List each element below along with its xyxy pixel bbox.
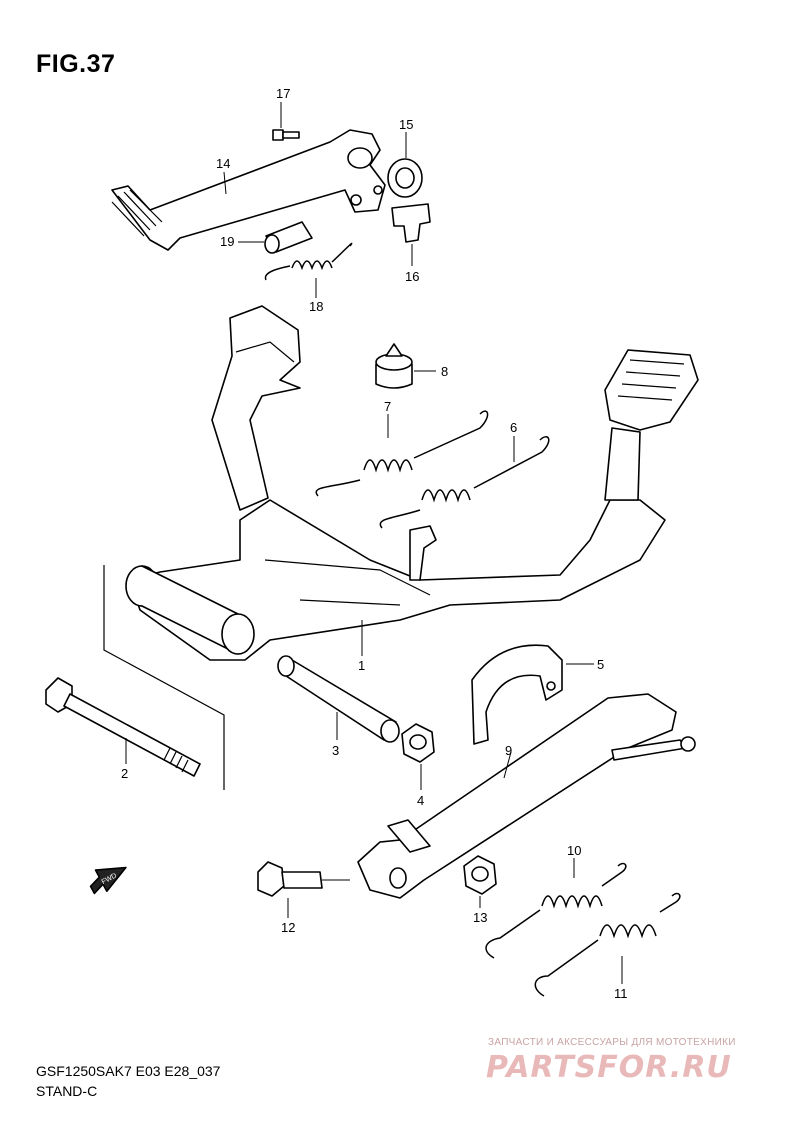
bolt-12 (257, 861, 323, 897)
callout-19: 19 (220, 234, 234, 249)
callout-13: 13 (473, 910, 487, 925)
callout-14: 14 (216, 156, 230, 171)
fwd-arrow-badge: FWD (89, 866, 127, 895)
callout-18: 18 (309, 299, 323, 314)
callout-15: 15 (399, 117, 413, 132)
callout-1: 1 (358, 658, 365, 673)
figure-name: STAND-C (36, 1083, 98, 1099)
watermark-caption: ЗАПЧАСТИ И АКСЕССУАРЫ ДЛЯ МОТОТЕХНИКИ (488, 1037, 736, 1048)
side-stand (357, 693, 696, 899)
callout-6: 6 (510, 420, 517, 435)
figure-title: FIG.37 (36, 50, 116, 78)
bracket-5 (471, 644, 563, 745)
washer-15 (387, 158, 423, 198)
pipe-19 (264, 221, 313, 254)
callout-3: 3 (332, 743, 339, 758)
spring-10 (485, 862, 627, 959)
leader-14 (223, 171, 227, 195)
callout-16: 16 (405, 269, 419, 284)
callout-10: 10 (567, 843, 581, 858)
bolt-2 (45, 677, 201, 777)
callout-5: 5 (597, 657, 604, 672)
clip-16 (391, 203, 431, 243)
callout-17: 17 (276, 86, 290, 101)
callout-4: 4 (417, 793, 424, 808)
brake-pedal (111, 129, 386, 251)
callout-8: 8 (441, 364, 448, 379)
callout-7: 7 (384, 399, 391, 414)
nut-13 (463, 855, 497, 895)
spring-6 (379, 436, 550, 529)
stopper-8 (375, 343, 413, 389)
bolt-17 (272, 129, 300, 141)
pivot-guide (103, 565, 225, 790)
pipe-3 (277, 655, 400, 743)
callout-2: 2 (121, 766, 128, 781)
spring-11 (534, 892, 681, 997)
spring-18 (264, 242, 353, 281)
callout-9: 9 (505, 743, 512, 758)
figure-code: GSF1250SAK7 E03 E28_037 (36, 1063, 221, 1079)
nut-4 (401, 723, 435, 763)
callout-12: 12 (281, 920, 295, 935)
callout-11: 11 (614, 986, 628, 1001)
center-stand (125, 305, 699, 661)
watermark-logo: PARTSFOR.RU (486, 1050, 732, 1085)
spring-7 (315, 410, 489, 497)
leader-9 (503, 751, 512, 779)
